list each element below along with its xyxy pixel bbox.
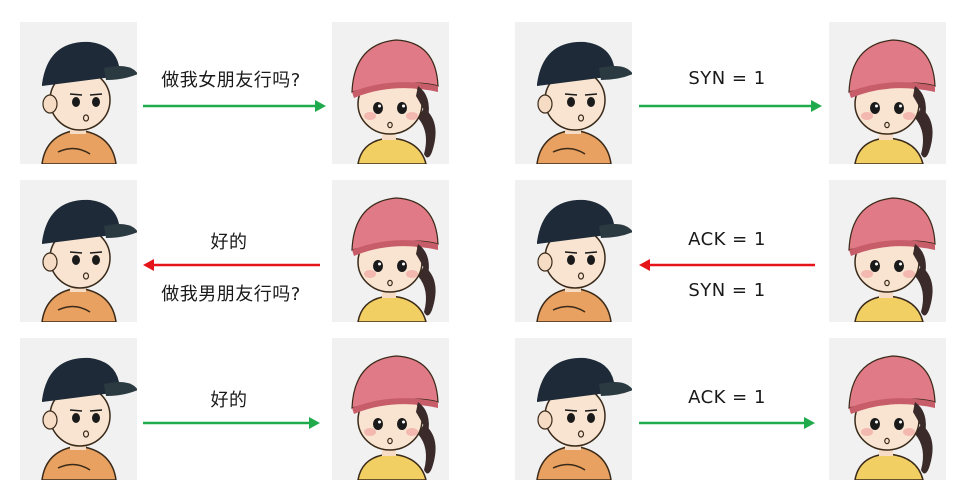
boy-picture-left-row1	[20, 22, 137, 164]
right-row1-label: SYN = 1	[688, 68, 766, 89]
girl-picture-left-row2	[332, 180, 449, 322]
back-arrow	[143, 255, 320, 275]
boy-cartoon-icon	[536, 357, 632, 480]
boy-cartoon-icon	[41, 357, 137, 480]
girl-cartoon-icon	[351, 197, 439, 322]
boy-picture-right-row1	[515, 22, 632, 164]
left-row2-label-top: 好的	[210, 232, 248, 253]
forward-arrow	[639, 96, 822, 116]
girl-cartoon-icon	[848, 197, 936, 322]
forward-arrow	[639, 413, 815, 433]
girl-cartoon-icon	[351, 355, 439, 480]
girl-picture-right-row2	[829, 180, 946, 322]
boy-cartoon-icon	[41, 199, 137, 322]
right-row2-label-top: ACK = 1	[688, 229, 766, 250]
boy-cartoon-icon	[536, 199, 632, 322]
forward-arrow	[143, 413, 320, 433]
left-row1-label: 做我女朋友行吗?	[161, 70, 301, 91]
girl-cartoon-icon	[848, 355, 936, 480]
boy-cartoon-icon	[41, 41, 137, 164]
girl-picture-right-row1	[829, 22, 946, 164]
girl-cartoon-icon	[351, 39, 439, 164]
girl-picture-left-row3	[332, 338, 449, 480]
boy-picture-right-row3	[515, 338, 632, 480]
forward-arrow	[143, 96, 326, 116]
back-arrow	[639, 255, 815, 275]
girl-picture-right-row3	[829, 338, 946, 480]
right-row3-label: ACK = 1	[688, 387, 766, 408]
left-row2-label-bottom: 做我男朋友行吗?	[161, 284, 301, 305]
girl-picture-left-row1	[332, 22, 449, 164]
boy-picture-left-row2	[20, 180, 137, 322]
boy-picture-right-row2	[515, 180, 632, 322]
right-row2-label-bottom: SYN = 1	[688, 280, 766, 301]
girl-cartoon-icon	[848, 39, 936, 164]
left-row3-label: 好的	[210, 390, 248, 411]
boy-cartoon-icon	[536, 41, 632, 164]
boy-picture-left-row3	[20, 338, 137, 480]
